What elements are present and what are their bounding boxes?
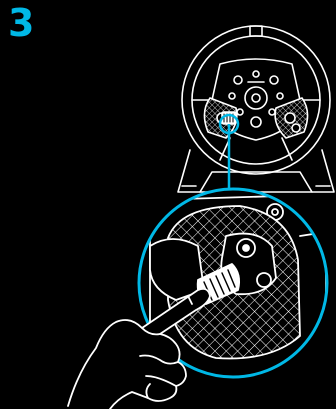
steering-wheel-illustration [178,26,334,192]
